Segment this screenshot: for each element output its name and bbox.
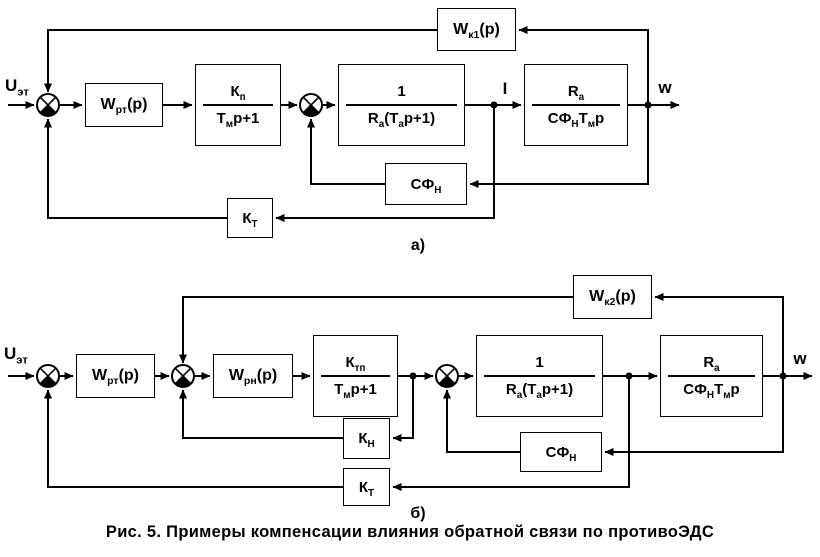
block-b-mechanical-numerator: Rа: [703, 354, 720, 374]
wire-a-cfn-to-s2: [307, 118, 385, 185]
block-b-mechanical-denominator: СФНТмp: [683, 381, 740, 401]
block-b-current-feedback: КТ: [343, 468, 390, 506]
wire-b-kt-to-s1: [44, 389, 343, 488]
block-a-mechanical-denominator: СФНТмp: [547, 110, 605, 130]
node-b-converter-out: [409, 372, 417, 380]
wire-a-wk1-to-s1: [44, 29, 437, 93]
fraction-bar: [203, 104, 273, 106]
block-a-compensator: Wк1(p): [437, 8, 516, 51]
block-a-converter: Кп Тмp+1: [195, 64, 281, 146]
block-b-mechanical: Rа СФНТмp: [660, 335, 763, 417]
diagram-b-wires: [8, 293, 813, 491]
summing-junction-a1: [36, 93, 60, 117]
summing-junction-b1: [36, 364, 60, 388]
wire-a-output-to-wk1: [518, 26, 649, 105]
block-a-mechanical: Rа СФНТмp: [524, 64, 628, 146]
block-a-armature-denominator: Rа(Таp+1): [367, 110, 436, 130]
label-b-output: w: [793, 349, 807, 368]
label-part-b: б): [410, 505, 426, 522]
block-a-current-feedback-label: КТ: [242, 209, 258, 230]
fraction-bar: [532, 104, 620, 106]
block-b-emf-feedback-label: СФН: [545, 443, 577, 464]
figure-caption: Рис. 5. Примеры компенсации влияния обра…: [105, 523, 715, 541]
block-a-armature-numerator: 1: [397, 83, 406, 100]
wire-b-cfn-to-s3: [443, 389, 520, 453]
block-a-emf-feedback-label: СФН: [410, 175, 442, 196]
node-a-current: [490, 101, 498, 109]
block-b-voltage-feedback: КН: [343, 418, 390, 459]
block-b-voltage-regulator: Wрн(p): [213, 354, 293, 398]
block-a-current-regulator-label: Wрт(p): [100, 96, 148, 117]
summing-junction-b2: [171, 364, 195, 388]
wire-a-current-to-kt: [275, 105, 495, 222]
label-a-current: I: [502, 79, 508, 98]
wire-b-output-to-wk2: [654, 293, 784, 376]
label-part-a: а): [410, 237, 426, 254]
block-b-armature-denominator: Rа(Таp+1): [505, 381, 574, 401]
block-b-voltage-feedback-label: КН: [358, 430, 375, 450]
summing-junction-b3: [435, 364, 459, 388]
wire-b-node-to-kn: [392, 376, 414, 442]
label-a-input: Uэт: [5, 76, 29, 99]
fraction-bar: [321, 375, 390, 377]
block-b-current-regulator-label: Wрт(p): [91, 367, 139, 388]
diagram-a-wires: [8, 26, 680, 222]
wire-b-output-to-cfn: [604, 376, 784, 456]
block-a-compensator-label: Wк1(p): [453, 20, 500, 41]
block-b-armature-numerator: 1: [535, 354, 544, 371]
label-b-input: Uэт: [4, 344, 28, 367]
wire-b-wk2-to-s2: [179, 296, 573, 364]
node-b-current: [625, 372, 633, 380]
summing-junction-a2: [299, 93, 323, 117]
block-a-converter-numerator: Кп: [230, 83, 246, 103]
wire-b-kn-to-s2: [179, 389, 343, 439]
block-a-emf-feedback: СФН: [385, 163, 467, 205]
wire-a-output-to-cfn: [469, 105, 649, 188]
block-b-armature: 1 Rа(Таp+1): [476, 335, 603, 417]
wire-a-kt-to-s1: [44, 118, 227, 219]
block-b-compensator: Wк2(p): [573, 275, 652, 319]
label-a-output: w: [658, 78, 672, 97]
wire-b-current-to-kt: [392, 376, 630, 491]
fraction-bar: [668, 375, 755, 377]
block-b-current-regulator: Wрт(p): [76, 354, 155, 398]
block-a-current-feedback: КТ: [227, 198, 273, 238]
block-b-converter: Ктп Тмp+1: [313, 335, 398, 417]
block-b-compensator-label: Wк2(p): [589, 288, 636, 309]
fraction-bar: [484, 375, 595, 377]
node-b-output: [779, 372, 787, 380]
block-b-current-feedback-label: КТ: [358, 478, 375, 499]
block-a-converter-denominator: Тмp+1: [216, 110, 260, 130]
block-a-armature: 1 Rа(Таp+1): [338, 64, 465, 146]
block-b-voltage-regulator-label: Wрн(p): [228, 367, 278, 388]
node-a-output: [644, 101, 652, 109]
block-b-converter-numerator: Ктп: [345, 354, 366, 374]
fraction-bar: [346, 104, 457, 106]
block-a-mechanical-numerator: Rа: [567, 83, 585, 103]
block-b-emf-feedback: СФН: [520, 432, 602, 472]
block-b-converter-denominator: Тмp+1: [334, 381, 377, 401]
block-a-current-regulator: Wрт(p): [85, 83, 163, 127]
